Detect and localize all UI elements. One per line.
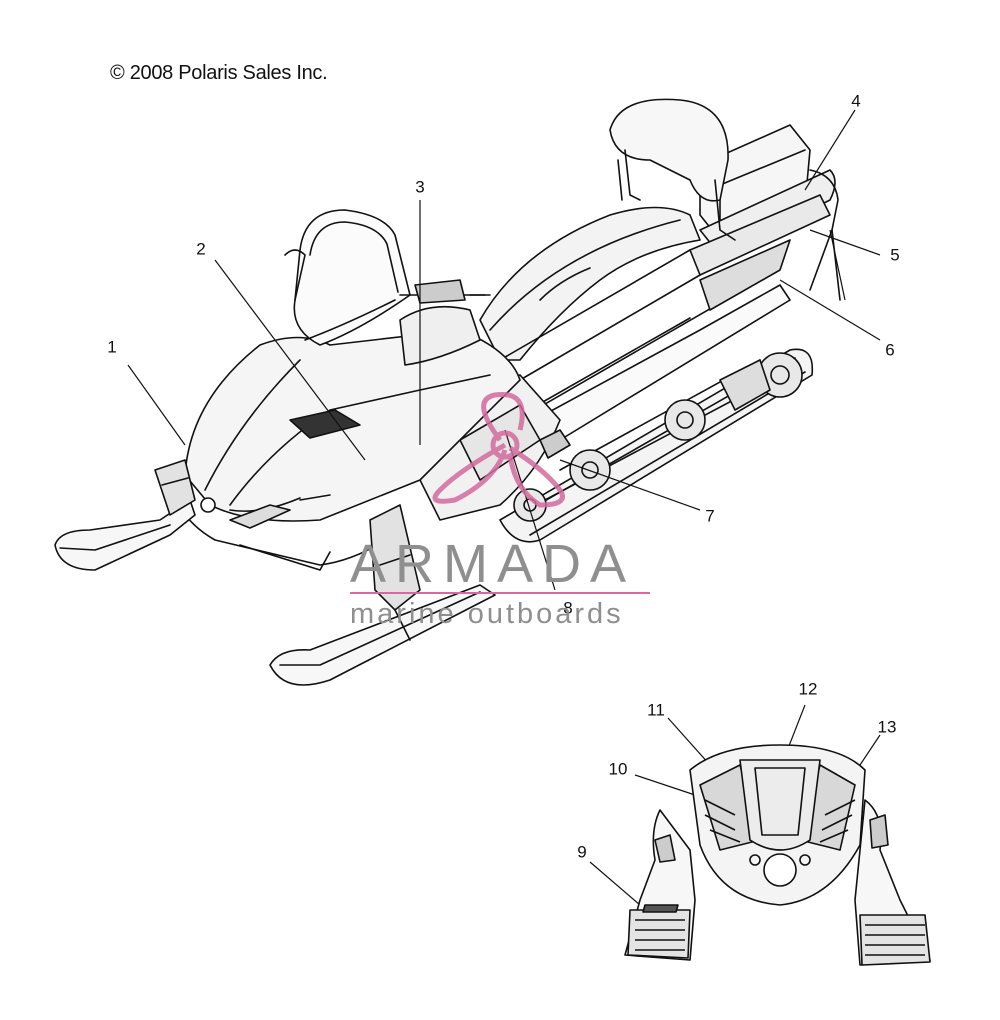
hood <box>184 329 521 529</box>
handlebar <box>399 279 491 304</box>
watermark-title: ARMADA <box>350 534 636 594</box>
callout-13: 13 <box>877 717 897 737</box>
watermark-divider <box>350 592 650 594</box>
callout-12: 12 <box>798 679 818 699</box>
right-ski <box>269 504 496 686</box>
backrest <box>609 98 736 241</box>
callout-5: 5 <box>890 245 900 265</box>
callout-3: 3 <box>415 177 425 197</box>
callout-8: 8 <box>563 598 573 618</box>
callout-4: 4 <box>851 91 861 111</box>
callout-2: 2 <box>196 239 206 259</box>
callout-10: 10 <box>608 759 628 779</box>
seat <box>479 206 701 381</box>
callout-1: 1 <box>107 337 117 357</box>
callout-11: 11 <box>647 700 665 720</box>
watermark-subtitle: marine outboards <box>350 598 624 630</box>
callout-9: 9 <box>577 842 587 862</box>
watermark-propeller-icon <box>432 391 565 508</box>
inset-front-view <box>624 744 931 966</box>
left-ski <box>54 459 196 571</box>
callout-7: 7 <box>705 506 715 526</box>
callout-6: 6 <box>885 340 895 360</box>
copyright-notice: © 2008 Polaris Sales Inc. <box>110 62 328 84</box>
